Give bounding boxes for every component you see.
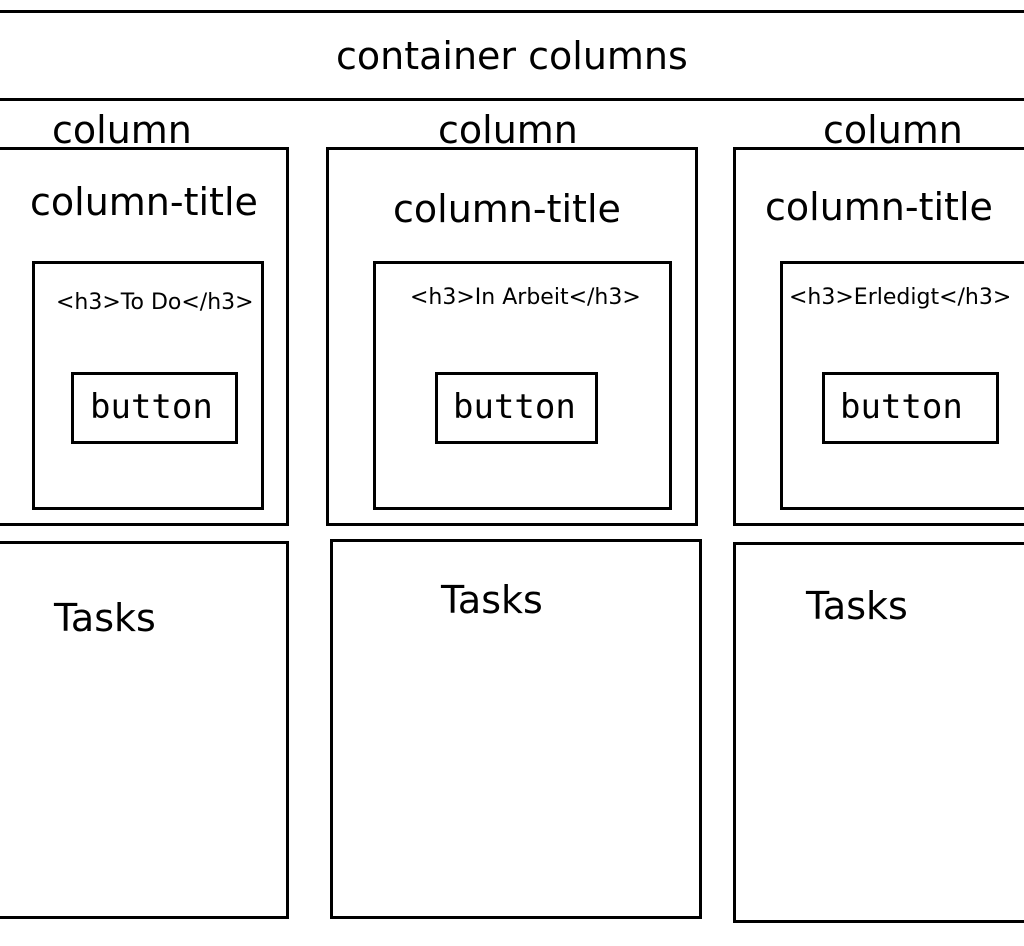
container-top-border: [0, 10, 1024, 13]
column-heading: <h3>To Do</h3>: [56, 290, 254, 315]
heading-box: [780, 261, 1024, 510]
column-title-box: [0, 147, 289, 526]
add-task-button[interactable]: [822, 372, 999, 444]
add-task-button[interactable]: [435, 372, 598, 444]
column-title-box: [733, 147, 1024, 526]
column-title-label: column-title: [393, 187, 621, 231]
container-bottom-border: [0, 98, 1024, 101]
tasks-label: Tasks: [54, 596, 156, 640]
tasks-label: Tasks: [441, 578, 543, 622]
tasks-label: Tasks: [806, 584, 908, 628]
heading-box: [32, 261, 264, 510]
column-title-box: [326, 147, 698, 526]
column-title-label: column-title: [30, 180, 258, 224]
column-heading: <h3>In Arbeit</h3>: [410, 285, 641, 310]
column-title-label: column-title: [765, 185, 993, 229]
add-task-button[interactable]: [71, 372, 238, 444]
tasks-box: [733, 542, 1024, 923]
column-label: column: [52, 108, 192, 152]
column-label: column: [438, 108, 578, 152]
add-task-button-label: button: [453, 387, 576, 427]
tasks-box: [0, 541, 289, 919]
add-task-button-label: button: [90, 387, 213, 427]
column-heading: <h3>Erledigt</h3>: [789, 285, 1012, 310]
column-label: column: [823, 108, 963, 152]
container-columns-label: container columns: [336, 34, 688, 78]
tasks-box: [330, 539, 702, 919]
heading-box: [373, 261, 672, 510]
add-task-button-label: button: [840, 387, 963, 427]
